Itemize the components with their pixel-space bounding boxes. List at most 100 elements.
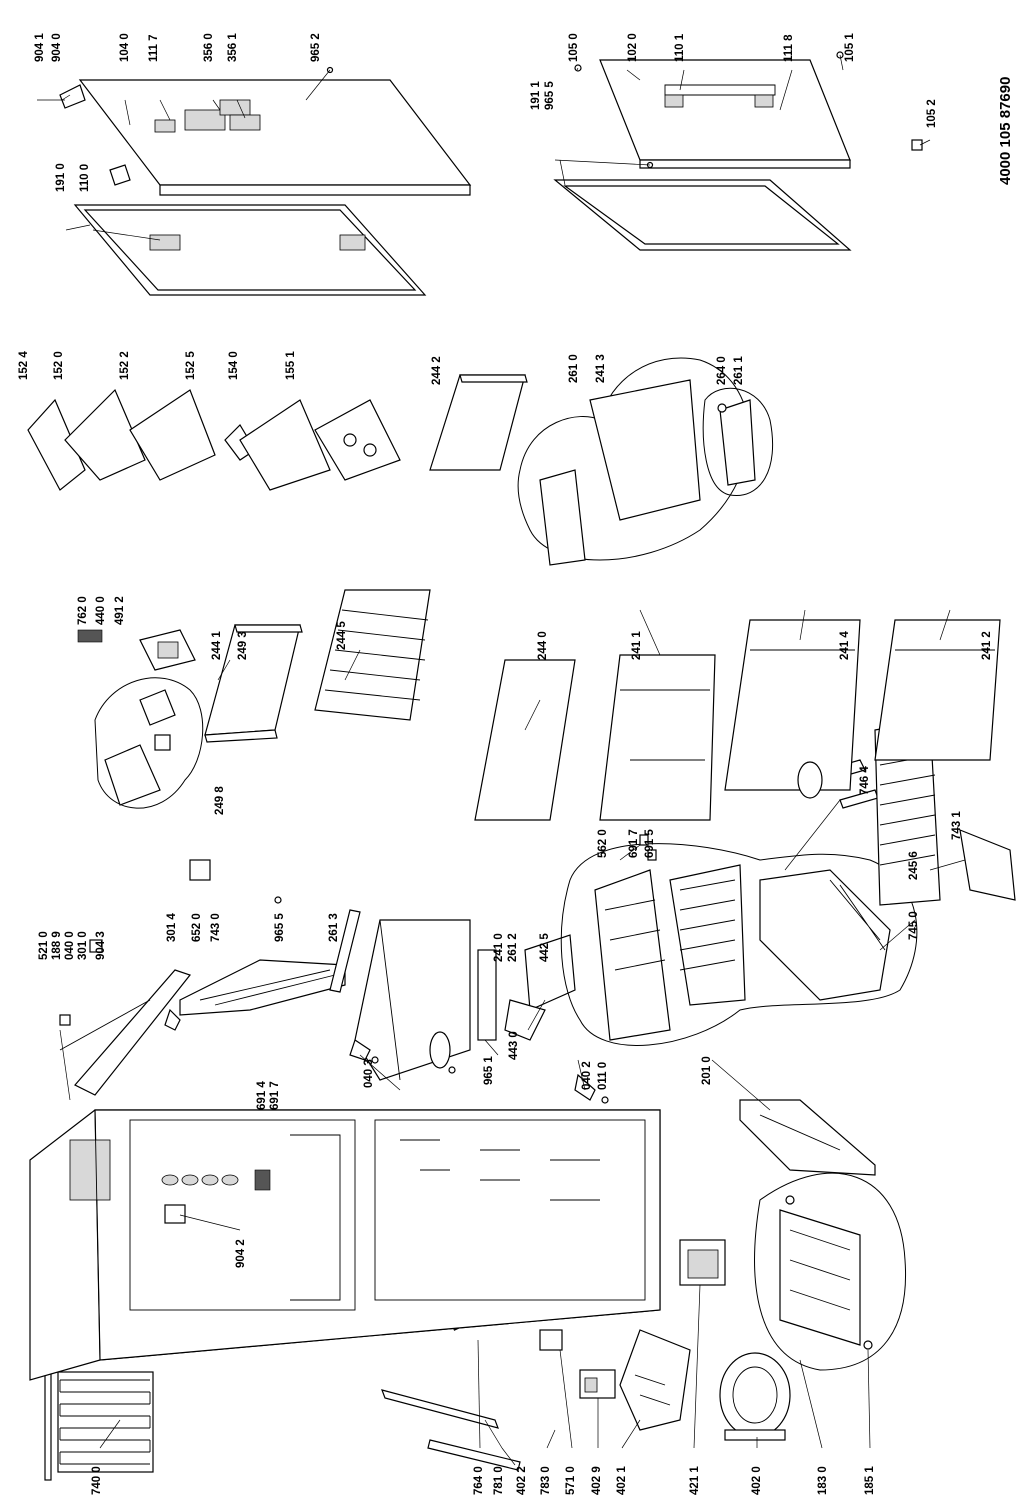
label-244-1: 244 1 xyxy=(211,631,223,660)
label-152-5: 152 5 xyxy=(185,351,197,380)
compressor xyxy=(719,1352,791,1441)
label-356-0: 356 0 xyxy=(203,33,215,62)
label-241-0: 241 0 xyxy=(493,933,505,962)
label-040-3: 040 3 xyxy=(363,1059,375,1088)
label-105-1: 105 1 xyxy=(844,33,856,62)
label-244-0: 244 0 xyxy=(537,631,549,660)
label-652-0: 652 0 xyxy=(191,913,203,942)
label-245-6: 245 6 xyxy=(908,851,920,880)
fridge-door xyxy=(574,51,923,169)
label-261-2: 261 2 xyxy=(507,933,519,962)
condenser-coil xyxy=(44,1361,154,1481)
label-402-9: 402 9 xyxy=(591,1466,603,1495)
label-762-0: 762 0 xyxy=(77,596,89,625)
label-965-1: 965 1 xyxy=(483,1056,495,1085)
refrigerator-cabinet xyxy=(29,1109,661,1381)
label-183-0: 183 0 xyxy=(817,1466,829,1495)
glass-plate xyxy=(474,659,576,821)
label-244-2: 244 2 xyxy=(431,356,443,385)
label-691-7-cabinet: 691 7 xyxy=(269,1081,281,1110)
label-110-0: 110 0 xyxy=(79,164,91,192)
label-781-0: 781 0 xyxy=(493,1466,505,1495)
label-154-0: 154 0 xyxy=(228,351,240,380)
hinge-screws xyxy=(349,1039,609,1104)
label-965-2: 965 2 xyxy=(310,33,322,62)
label-111-7: 111 7 xyxy=(148,34,160,62)
label-011-0: 011 0 xyxy=(597,1062,609,1090)
door-bins xyxy=(27,388,401,491)
drawer-rail xyxy=(329,909,361,993)
label-261-1: 261 1 xyxy=(733,356,745,385)
label-443-0: 443 0 xyxy=(508,1031,520,1060)
label-264-0: 264 0 xyxy=(716,356,728,385)
label-965-5-door: 965 5 xyxy=(544,81,556,110)
label-965-5-cabinet: 965 5 xyxy=(274,913,286,942)
label-241-1: 241 1 xyxy=(631,631,643,660)
label-740-0: 740 0 xyxy=(91,1466,103,1495)
fan-assembly xyxy=(448,934,576,1074)
label-155-1: 155 1 xyxy=(285,351,297,380)
relay-components xyxy=(539,1329,616,1399)
label-691-7-evap: 691 7 xyxy=(628,829,640,858)
evaporator-group xyxy=(560,834,918,1046)
label-904-2: 904 2 xyxy=(235,1239,247,1268)
part-number-labels: 740 0 781 0 402 2 783 0 571 0 402 9 764 … xyxy=(18,33,1014,1495)
label-421-1: 421 1 xyxy=(689,1466,701,1495)
label-249-3: 249 3 xyxy=(237,631,249,660)
label-402-0: 402 0 xyxy=(751,1466,763,1495)
label-244-5: 244 5 xyxy=(336,621,348,650)
label-442-5: 442 5 xyxy=(539,933,551,962)
label-152-2: 152 2 xyxy=(119,351,131,380)
label-764-0: 764 0 xyxy=(473,1466,485,1495)
label-152-4: 152 4 xyxy=(18,351,30,380)
label-110-1: 110 1 xyxy=(674,33,686,62)
compressor-plate xyxy=(739,1099,876,1176)
bottom-plate-group xyxy=(754,1172,907,1371)
label-241-4: 241 4 xyxy=(839,631,851,660)
top-cover-parts xyxy=(59,939,192,1096)
label-185-1: 185 1 xyxy=(864,1466,876,1495)
label-191-0: 191 0 xyxy=(55,163,67,192)
label-743-1: 743 1 xyxy=(951,811,963,840)
freezer-drawers xyxy=(599,619,1001,821)
label-104-0: 104 0 xyxy=(119,33,131,62)
control-unit-group xyxy=(77,629,204,809)
label-562-0: 562 0 xyxy=(597,829,609,858)
label-743-0: 743 0 xyxy=(210,913,222,942)
label-102-0: 102 0 xyxy=(627,33,639,62)
drawer-group xyxy=(517,357,750,566)
label-261-0: 261 0 xyxy=(568,354,580,383)
glass-shelf-small xyxy=(429,374,528,471)
label-691-5: 691 5 xyxy=(644,829,656,858)
label-571-0: 571 0 xyxy=(565,1466,577,1495)
label-745-0: 745 0 xyxy=(908,911,920,940)
rail-group xyxy=(702,387,774,497)
label-904-0: 904 0 xyxy=(51,33,63,62)
freezer-grid xyxy=(824,719,1016,906)
label-040-2: 040 2 xyxy=(581,1061,593,1090)
label-301-0: 301 0 xyxy=(77,931,89,960)
freezer-door xyxy=(59,66,472,196)
label-783-0: 783 0 xyxy=(540,1466,552,1495)
label-691-4: 691 4 xyxy=(256,1081,268,1110)
label-241-2: 241 2 xyxy=(981,631,993,660)
label-904-3: 904 3 xyxy=(95,931,107,960)
compressor-cover xyxy=(619,1329,691,1431)
label-241-3: 241 3 xyxy=(595,354,607,383)
wire-shelf xyxy=(314,589,431,721)
label-402-2: 402 2 xyxy=(516,1466,528,1495)
label-746-4: 746 4 xyxy=(859,766,871,795)
evaporator-cover xyxy=(179,859,346,1016)
label-201-0: 201 0 xyxy=(701,1056,713,1085)
crisper-drawer xyxy=(354,919,471,1081)
fridge-gasket xyxy=(553,161,852,251)
label-301-4: 301 4 xyxy=(166,913,178,942)
label-491-2: 491 2 xyxy=(114,596,126,625)
leader-lines xyxy=(37,54,966,1466)
glass-shelf xyxy=(204,624,303,743)
label-152-0: 152 0 xyxy=(53,351,65,380)
label-440-0: 440 0 xyxy=(95,596,107,625)
document-number: 4000 105 87690 xyxy=(997,77,1014,185)
label-904-1: 904 1 xyxy=(34,33,46,62)
